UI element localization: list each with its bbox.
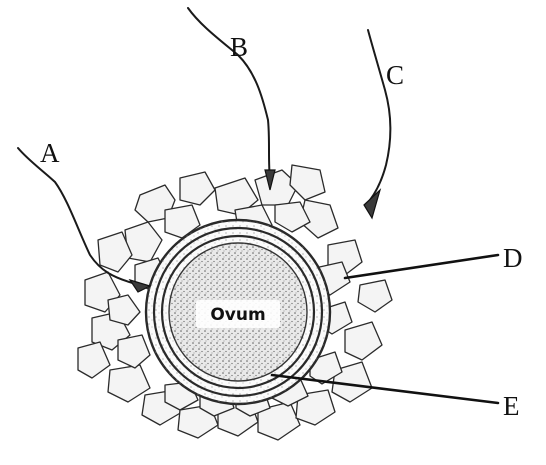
corona-cell: [108, 295, 140, 325]
corona-cell: [108, 365, 150, 402]
label-a: A: [40, 138, 60, 168]
label-d: D: [503, 243, 523, 273]
leader-line-d: [345, 255, 498, 278]
ovum-label: Ovum: [210, 305, 265, 325]
sperm-c-tail: [368, 30, 390, 200]
label-e: E: [503, 391, 520, 421]
label-b: B: [230, 32, 248, 62]
sperm-c: [364, 30, 390, 218]
sperm-c-head: [364, 190, 380, 218]
corona-cell: [118, 335, 150, 368]
label-c: C: [386, 60, 404, 90]
corona-cell: [345, 322, 382, 360]
ovum-body: Ovum: [169, 243, 307, 381]
corona-cell: [290, 165, 325, 200]
sperm-b-tail: [188, 8, 270, 180]
corona-cell: [180, 172, 215, 205]
corona-cell: [358, 280, 392, 312]
sperm-a: [18, 148, 150, 292]
